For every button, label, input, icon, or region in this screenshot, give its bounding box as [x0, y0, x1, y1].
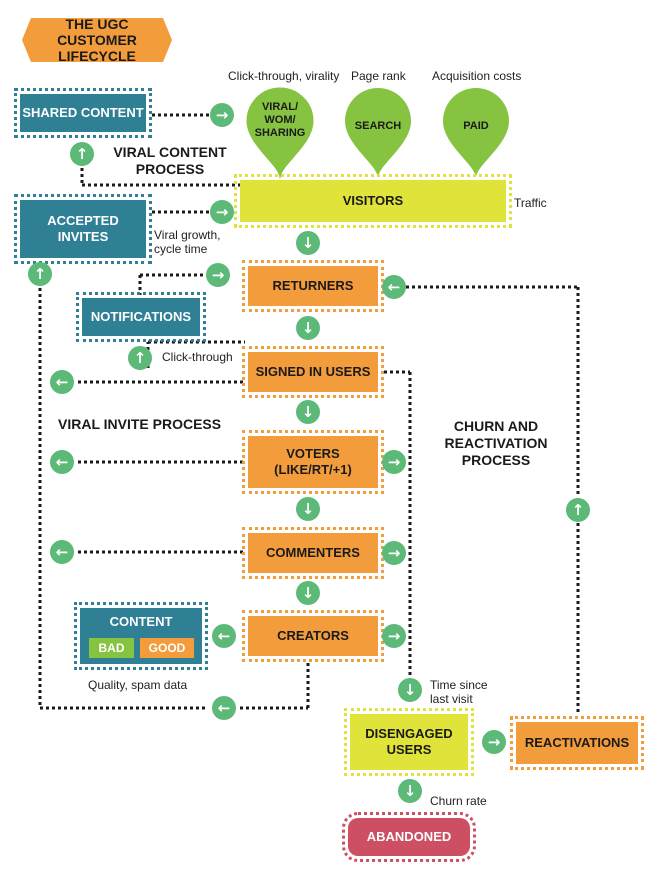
arrow-down-icon: ↓: [398, 779, 422, 803]
voters-node: VOTERS (LIKE/RT/+1): [242, 430, 384, 494]
disengaged-users-label: DISENGAGED USERS: [365, 726, 453, 757]
arrow-down-icon: ↓: [296, 231, 320, 255]
content-bad-chip: BAD: [89, 638, 134, 658]
accepted-invites-label: ACCEPTED INVITES: [47, 213, 119, 244]
viral-pin-label: VIRAL/ WOM/ SHARING: [254, 101, 306, 139]
pin-label-paid: Acquisition costs: [432, 69, 522, 83]
returners-node: RETURNERS: [242, 260, 384, 312]
visitors-node: VISITORS: [234, 174, 512, 228]
paid-pin-label: PAID: [463, 120, 489, 132]
pin-label-viral: Click-through, virality: [228, 69, 340, 83]
arrow-left-icon: ←: [212, 696, 236, 720]
arrow-right-icon: →: [482, 730, 506, 754]
content-good-chip: GOOD: [140, 638, 194, 658]
shared-content-label: SHARED CONTENT: [22, 105, 144, 120]
arrow-up-icon: ↑: [128, 346, 152, 370]
diagram-title: THE UGC CUSTOMER LIFECYCLE: [22, 18, 172, 62]
arrow-left-icon: ←: [50, 540, 74, 564]
pin-label-search: Page rank: [351, 69, 406, 83]
arrow-up-icon: ↑: [566, 498, 590, 522]
paid-pin: [443, 88, 509, 178]
search-pin-label: SEARCH: [354, 120, 402, 132]
creators-label: CREATORS: [277, 628, 349, 643]
churn-heading: CHURN AND REACTIVATION PROCESS: [444, 418, 548, 468]
returners-label: RETURNERS: [272, 278, 354, 293]
shared-content-node: SHARED CONTENT: [14, 88, 152, 138]
abandoned-label: ABANDONED: [366, 829, 452, 844]
notifications-label: NOTIFICATIONS: [90, 309, 192, 324]
arrow-left-icon: ←: [50, 450, 74, 474]
arrow-down-icon: ↓: [398, 678, 422, 702]
arrow-right-icon: →: [206, 263, 230, 287]
signed-in-users-node: SIGNED IN USERS: [242, 346, 384, 398]
visitors-label: VISITORS: [342, 193, 404, 208]
viral-pin: [246, 87, 314, 179]
arrow-up-icon: ↑: [70, 142, 94, 166]
viral-content-heading: VIRAL CONTENT PROCESS: [113, 144, 227, 177]
arrow-right-icon: →: [382, 450, 406, 474]
arrow-down-icon: ↓: [296, 581, 320, 605]
arrow-right-icon: →: [210, 200, 234, 224]
accepted-invites-node: ACCEPTED INVITES: [14, 194, 152, 264]
notifications-node: NOTIFICATIONS: [76, 292, 206, 342]
traffic-label: Traffic: [514, 196, 547, 210]
arrow-left-icon: ←: [382, 275, 406, 299]
time-since-label: Time since last visit: [430, 678, 488, 706]
reactivations-label: REACTIVATIONS: [524, 735, 630, 750]
signed-in-users-label: SIGNED IN USERS: [255, 364, 371, 379]
search-pin: [345, 88, 411, 178]
diagram-title-text: THE UGC CUSTOMER LIFECYCLE: [57, 16, 137, 64]
disengaged-users-node: DISENGAGED USERS: [344, 708, 474, 776]
viral-growth-label: Viral growth, cycle time: [154, 228, 221, 256]
arrow-right-icon: →: [382, 624, 406, 648]
commenters-label: COMMENTERS: [266, 545, 360, 560]
reactivations-node: REACTIVATIONS: [510, 716, 644, 770]
arrow-right-icon: →: [210, 103, 234, 127]
arrow-left-icon: ←: [212, 624, 236, 648]
abandoned-node: ABANDONED: [342, 812, 476, 862]
quality-label: Quality, spam data: [88, 678, 188, 692]
content-label: CONTENT: [109, 614, 173, 629]
click-through-label: Click-through: [162, 350, 233, 364]
creators-node: CREATORS: [242, 610, 384, 662]
arrow-right-icon: →: [382, 541, 406, 565]
viral-invite-heading: VIRAL INVITE PROCESS: [58, 416, 222, 432]
arrow-left-icon: ←: [50, 370, 74, 394]
arrow-down-icon: ↓: [296, 400, 320, 424]
arrow-down-icon: ↓: [296, 316, 320, 340]
commenters-node: COMMENTERS: [242, 527, 384, 579]
churn-rate-label: Churn rate: [430, 794, 487, 808]
arrow-down-icon: ↓: [296, 497, 320, 521]
arrow-up-icon: ↑: [28, 262, 52, 286]
voters-label: VOTERS (LIKE/RT/+1): [274, 446, 352, 477]
